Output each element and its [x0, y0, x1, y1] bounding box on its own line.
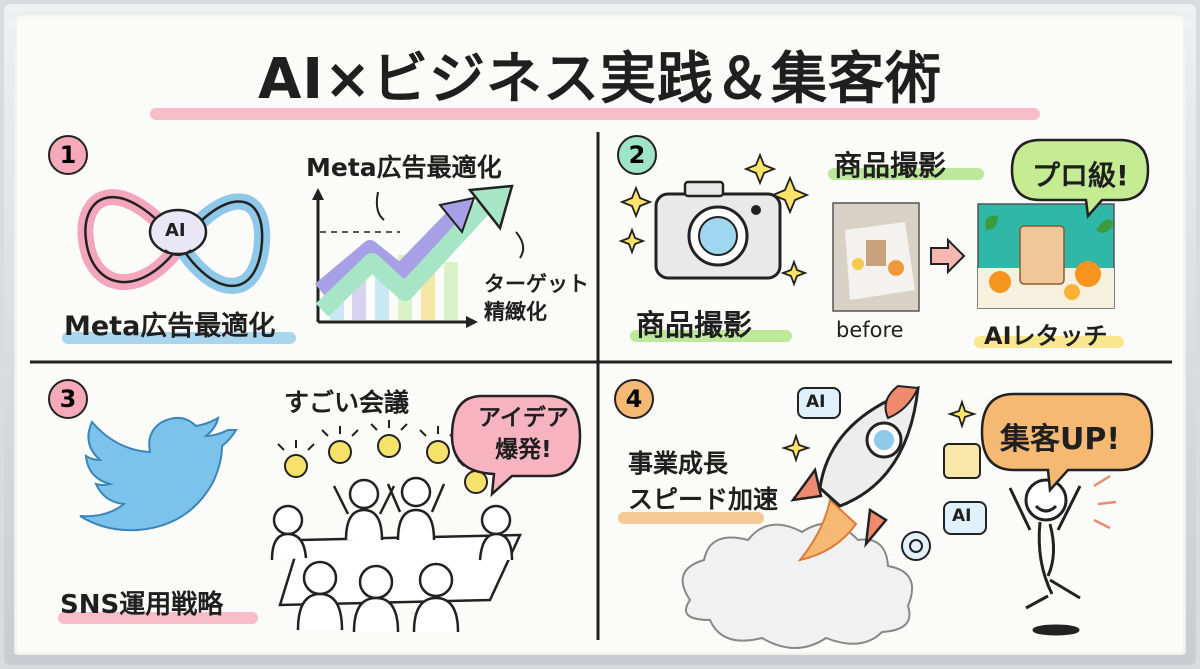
- camera-icon: [654, 180, 782, 280]
- section-4-number: 4: [614, 379, 654, 419]
- section-2-caption: 商品撮影: [636, 308, 753, 342]
- after-label-highlight: [974, 336, 1124, 348]
- page-title: AI×ビジネス実践＆集客術: [257, 47, 943, 112]
- section-2-number: 2: [617, 135, 657, 175]
- gear-icon: [909, 539, 923, 553]
- title-highlight: [150, 108, 1040, 120]
- section-3-heading: すごい会議: [284, 388, 410, 417]
- happy-jumping-person-icon: [1008, 478, 1082, 636]
- section-4-bubble-text: 集客UP!: [1000, 422, 1121, 457]
- after-photo: [977, 203, 1115, 309]
- section-4-heading: 事業成長 スピード加速: [628, 449, 779, 514]
- growth-chart-icon: [312, 184, 525, 328]
- meta-infinity-logo-icon: [77, 189, 271, 294]
- excitement-lines-icon: [1093, 474, 1117, 530]
- after-label: AIレタッチ: [984, 322, 1108, 350]
- section-3-number: 3: [48, 379, 88, 419]
- section-2-bubble-text: プロ級!: [1032, 159, 1129, 192]
- section-3-caption: SNS運用戦略: [60, 590, 224, 620]
- section-2-heading-highlight: [828, 168, 984, 180]
- meta-logo-ai-label: AI: [165, 220, 186, 241]
- section-2-heading: 商品撮影: [834, 149, 947, 182]
- before-photo: [832, 202, 920, 312]
- rocket-icon: [790, 384, 920, 562]
- ai-tag-icons: [797, 387, 987, 561]
- section-3-caption-highlight: [58, 612, 258, 624]
- section-3-bubble-text: アイデア 爆発!: [478, 405, 569, 463]
- speech-bubble-customer: [980, 392, 1154, 493]
- twitter-bird-icon: [79, 415, 238, 532]
- ai-tag-2-label: AI: [952, 506, 972, 526]
- section-1-chart-heading: Meta広告最適化: [306, 153, 502, 182]
- cloud-smoke-illustration: [681, 522, 913, 649]
- ai-tag-1-label: AI: [806, 392, 826, 412]
- section-2-caption-highlight: [630, 330, 792, 342]
- section-1-caption: Meta広告最適化: [64, 311, 276, 342]
- section-4-heading-highlight: [618, 512, 764, 524]
- sparkle-icons: [618, 152, 810, 287]
- section-1-number: 1: [48, 135, 88, 175]
- sparkle-icons-4: [781, 399, 977, 463]
- section-1-annotation: ターゲット 精緻化: [484, 272, 589, 324]
- lightbulb-icons: [277, 420, 495, 494]
- speech-bubble-pro: [1010, 138, 1150, 219]
- meeting-people-illustration: [270, 476, 522, 633]
- section-1-caption-highlight: [62, 332, 296, 344]
- before-label: before: [836, 318, 904, 342]
- arrow-right-icon: [930, 237, 966, 275]
- speech-bubble-idea: [450, 394, 582, 498]
